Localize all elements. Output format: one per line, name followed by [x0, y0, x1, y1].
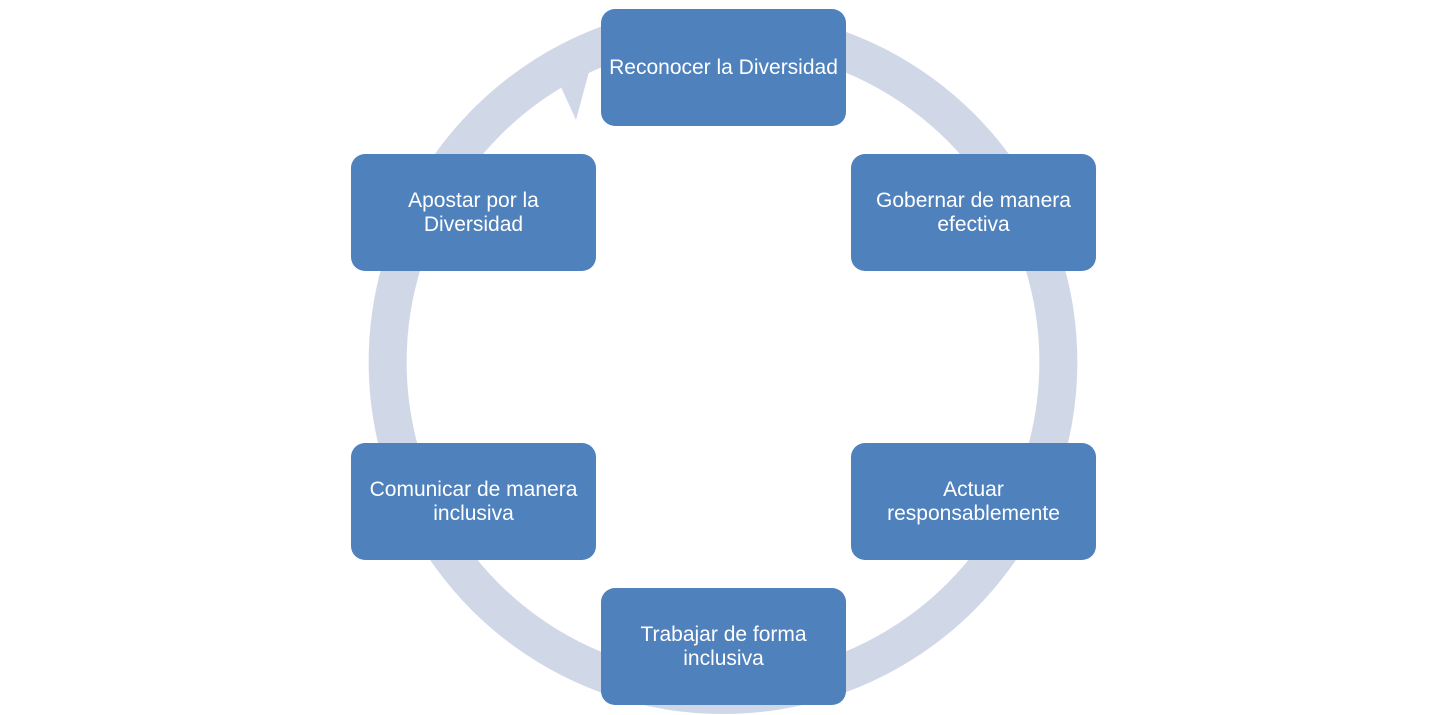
node-label: Comunicar de manera inclusiva: [369, 477, 578, 525]
cycle-node-actuar: Actuar responsablemente: [851, 443, 1096, 560]
ring-arc-5: [368, 254, 422, 470]
ring-arrowhead: [546, 54, 590, 120]
node-label: Trabajar de forma inclusiva: [640, 622, 807, 670]
cycle-node-reconocer: Reconocer la Diversidad: [601, 9, 846, 126]
cycle-node-apostar: Apostar por la Diversidad: [351, 154, 596, 271]
node-label: Reconocer la Diversidad: [609, 55, 838, 79]
ring-arc-2: [1024, 254, 1078, 470]
cycle-node-gobernar: Gobernar de manera efectiva: [851, 154, 1096, 271]
node-label: Apostar por la Diversidad: [408, 188, 539, 236]
cycle-node-comunicar: Comunicar de manera inclusiva: [351, 443, 596, 560]
node-label: Actuar responsablemente: [887, 477, 1060, 525]
node-label: Gobernar de manera efectiva: [876, 188, 1071, 236]
cycle-node-trabajar: Trabajar de forma inclusiva: [601, 588, 846, 705]
